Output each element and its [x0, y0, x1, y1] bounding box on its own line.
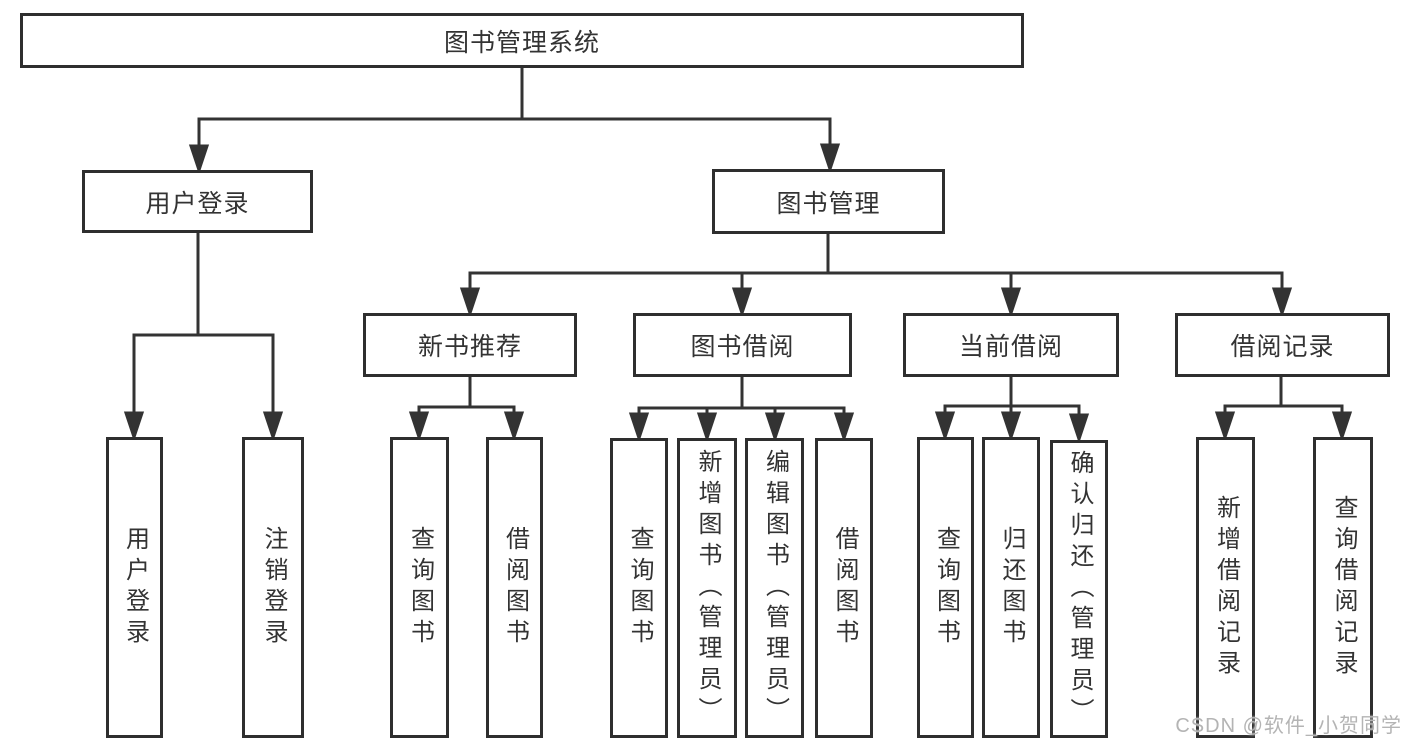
leaf-logout: 注销登录: [242, 437, 304, 738]
leaf-add-book-admin-label: 新增图书（管理员）: [694, 448, 721, 728]
node-new-book-recommend-label: 新书推荐: [417, 333, 522, 361]
leaf-add-borrow-record: 新增借阅记录: [1196, 437, 1255, 738]
node-current-borrow: 当前借阅: [903, 313, 1119, 377]
leaf-borrow-book-label: 借阅图书: [831, 526, 858, 650]
node-borrow-records-label: 借阅记录: [1230, 333, 1335, 361]
leaf-query-book-current-label: 查询图书: [932, 525, 960, 650]
leaf-return-book: 归还图书: [982, 437, 1040, 738]
node-root: 图书管理系统: [20, 13, 1024, 68]
leaf-borrow-book-recommend: 借阅图书: [486, 437, 543, 738]
leaf-query-book-recommend-label: 查询图书: [406, 525, 434, 650]
leaf-add-borrow-record-label: 新增借阅记录: [1212, 494, 1240, 681]
leaf-borrow-book: 借阅图书: [815, 438, 873, 738]
node-current-borrow-label: 当前借阅: [958, 333, 1063, 361]
leaf-query-book-borrow: 查询图书: [610, 438, 668, 738]
leaf-query-borrow-record: 查询借阅记录: [1313, 437, 1373, 738]
leaf-query-book-borrow-label: 查询图书: [626, 526, 653, 650]
leaf-query-borrow-record-label: 查询借阅记录: [1330, 494, 1357, 681]
leaf-edit-book-admin: 编辑图书（管理员）: [745, 438, 804, 738]
node-book-mgmt: 图书管理: [712, 169, 945, 234]
node-book-mgmt-label: 图书管理: [776, 189, 881, 218]
leaf-logout-label: 注销登录: [260, 525, 287, 650]
node-book-borrow-label: 图书借阅: [690, 333, 795, 361]
leaf-borrow-book-recommend-label: 借阅图书: [501, 525, 529, 650]
node-user-login-label: 用户登录: [145, 189, 250, 218]
leaf-edit-book-admin-label: 编辑图书（管理员）: [761, 448, 789, 728]
node-root-label: 图书管理系统: [443, 28, 600, 57]
leaf-add-book-admin: 新增图书（管理员）: [677, 438, 737, 738]
leaf-confirm-return-admin: 确认归还（管理员）: [1050, 440, 1108, 738]
node-user-login: 用户登录: [82, 170, 313, 233]
leaf-query-book-recommend: 查询图书: [390, 437, 449, 738]
leaf-user-login-label: 用户登录: [121, 525, 149, 650]
leaf-return-book-label: 归还图书: [998, 525, 1025, 650]
node-new-book-recommend: 新书推荐: [363, 313, 577, 377]
leaf-user-login: 用户登录: [106, 437, 163, 738]
watermark: CSDN @软件_小贺同学: [1175, 715, 1402, 737]
leaf-query-book-current: 查询图书: [917, 437, 974, 738]
node-book-borrow: 图书借阅: [633, 313, 852, 377]
node-borrow-records: 借阅记录: [1175, 313, 1390, 377]
leaf-confirm-return-admin-label: 确认归还（管理员）: [1066, 449, 1093, 729]
